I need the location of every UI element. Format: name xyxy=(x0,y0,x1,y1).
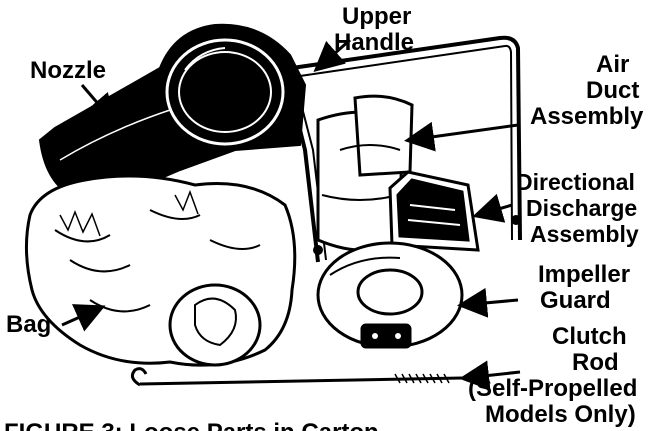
air-duct-leader xyxy=(404,121,519,152)
upper-handle-label-line1: Upper xyxy=(342,3,411,30)
nozzle-leader xyxy=(80,84,116,125)
leader-lines xyxy=(61,38,521,391)
upper-handle-label-line2: Handle xyxy=(334,29,414,56)
figure-caption: FIGURE 3: Loose Parts in Carton xyxy=(4,419,379,431)
directional-discharge-label-line2: Discharge xyxy=(526,195,637,221)
upper-handle-part xyxy=(288,35,522,263)
clutch-rod-label-line3: (Self-Propelled xyxy=(468,375,637,402)
bag-label: Bag xyxy=(6,311,51,338)
air-duct-label-line1: Air xyxy=(596,51,629,78)
clutch-rod-part xyxy=(130,367,463,387)
impeller-guard-leader xyxy=(457,287,519,318)
directional-discharge-leader xyxy=(472,193,513,223)
nozzle-part xyxy=(38,23,307,202)
bag-leader xyxy=(61,304,106,332)
air-duct-label-line2: Duct xyxy=(586,77,639,104)
impeller-guard-label-line2: Guard xyxy=(540,287,611,314)
air-duct-part xyxy=(316,94,414,252)
impeller-guard-part xyxy=(316,241,464,349)
nozzle-label: Nozzle xyxy=(30,57,106,84)
bag-part xyxy=(24,174,297,367)
clutch-rod-label-line2: Rod xyxy=(572,349,619,376)
impeller-guard-label-line1: Impeller xyxy=(538,261,630,288)
clutch-rod-label-line4: Models Only) xyxy=(485,401,636,428)
clutch-rod-leader xyxy=(459,360,521,391)
air-duct-label-line3: Assembly xyxy=(530,103,644,130)
directional-discharge-label-line1: Directional xyxy=(516,169,635,195)
directional-discharge-part xyxy=(388,170,480,252)
clutch-rod-label-line1: Clutch xyxy=(552,323,627,350)
directional-discharge-label-line3: Assembly xyxy=(530,221,639,247)
upper-handle-leader xyxy=(313,38,351,72)
